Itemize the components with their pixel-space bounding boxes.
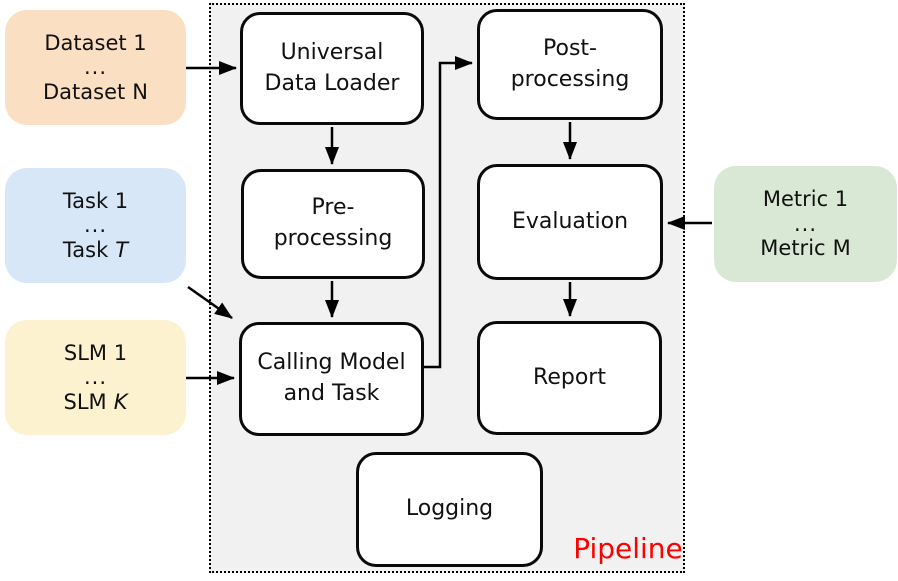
node-logging: Logging <box>356 452 543 567</box>
task-first: Task 1 <box>62 188 129 213</box>
node-universal-data-loader: Universal Data Loader <box>240 12 424 125</box>
node-calling-model-and-task: Calling Model and Task <box>239 322 424 436</box>
node-report: Report <box>477 321 662 435</box>
node-pre-processing: Pre- processing <box>241 169 425 279</box>
task-ellipsis: ... <box>83 213 108 238</box>
node-post-processing: Post- processing <box>477 9 663 120</box>
metric-ellipsis: ... <box>793 211 818 236</box>
dataset-first: Dataset 1 <box>44 30 147 55</box>
dataset-ellipsis: ... <box>83 55 108 80</box>
pipeline-label: Pipeline <box>573 532 683 565</box>
slm-first: SLM 1 <box>63 340 128 365</box>
slm-ellipsis: ... <box>83 365 108 390</box>
node-evaluation: Evaluation <box>477 164 663 280</box>
metric-first: Metric 1 <box>762 187 849 212</box>
